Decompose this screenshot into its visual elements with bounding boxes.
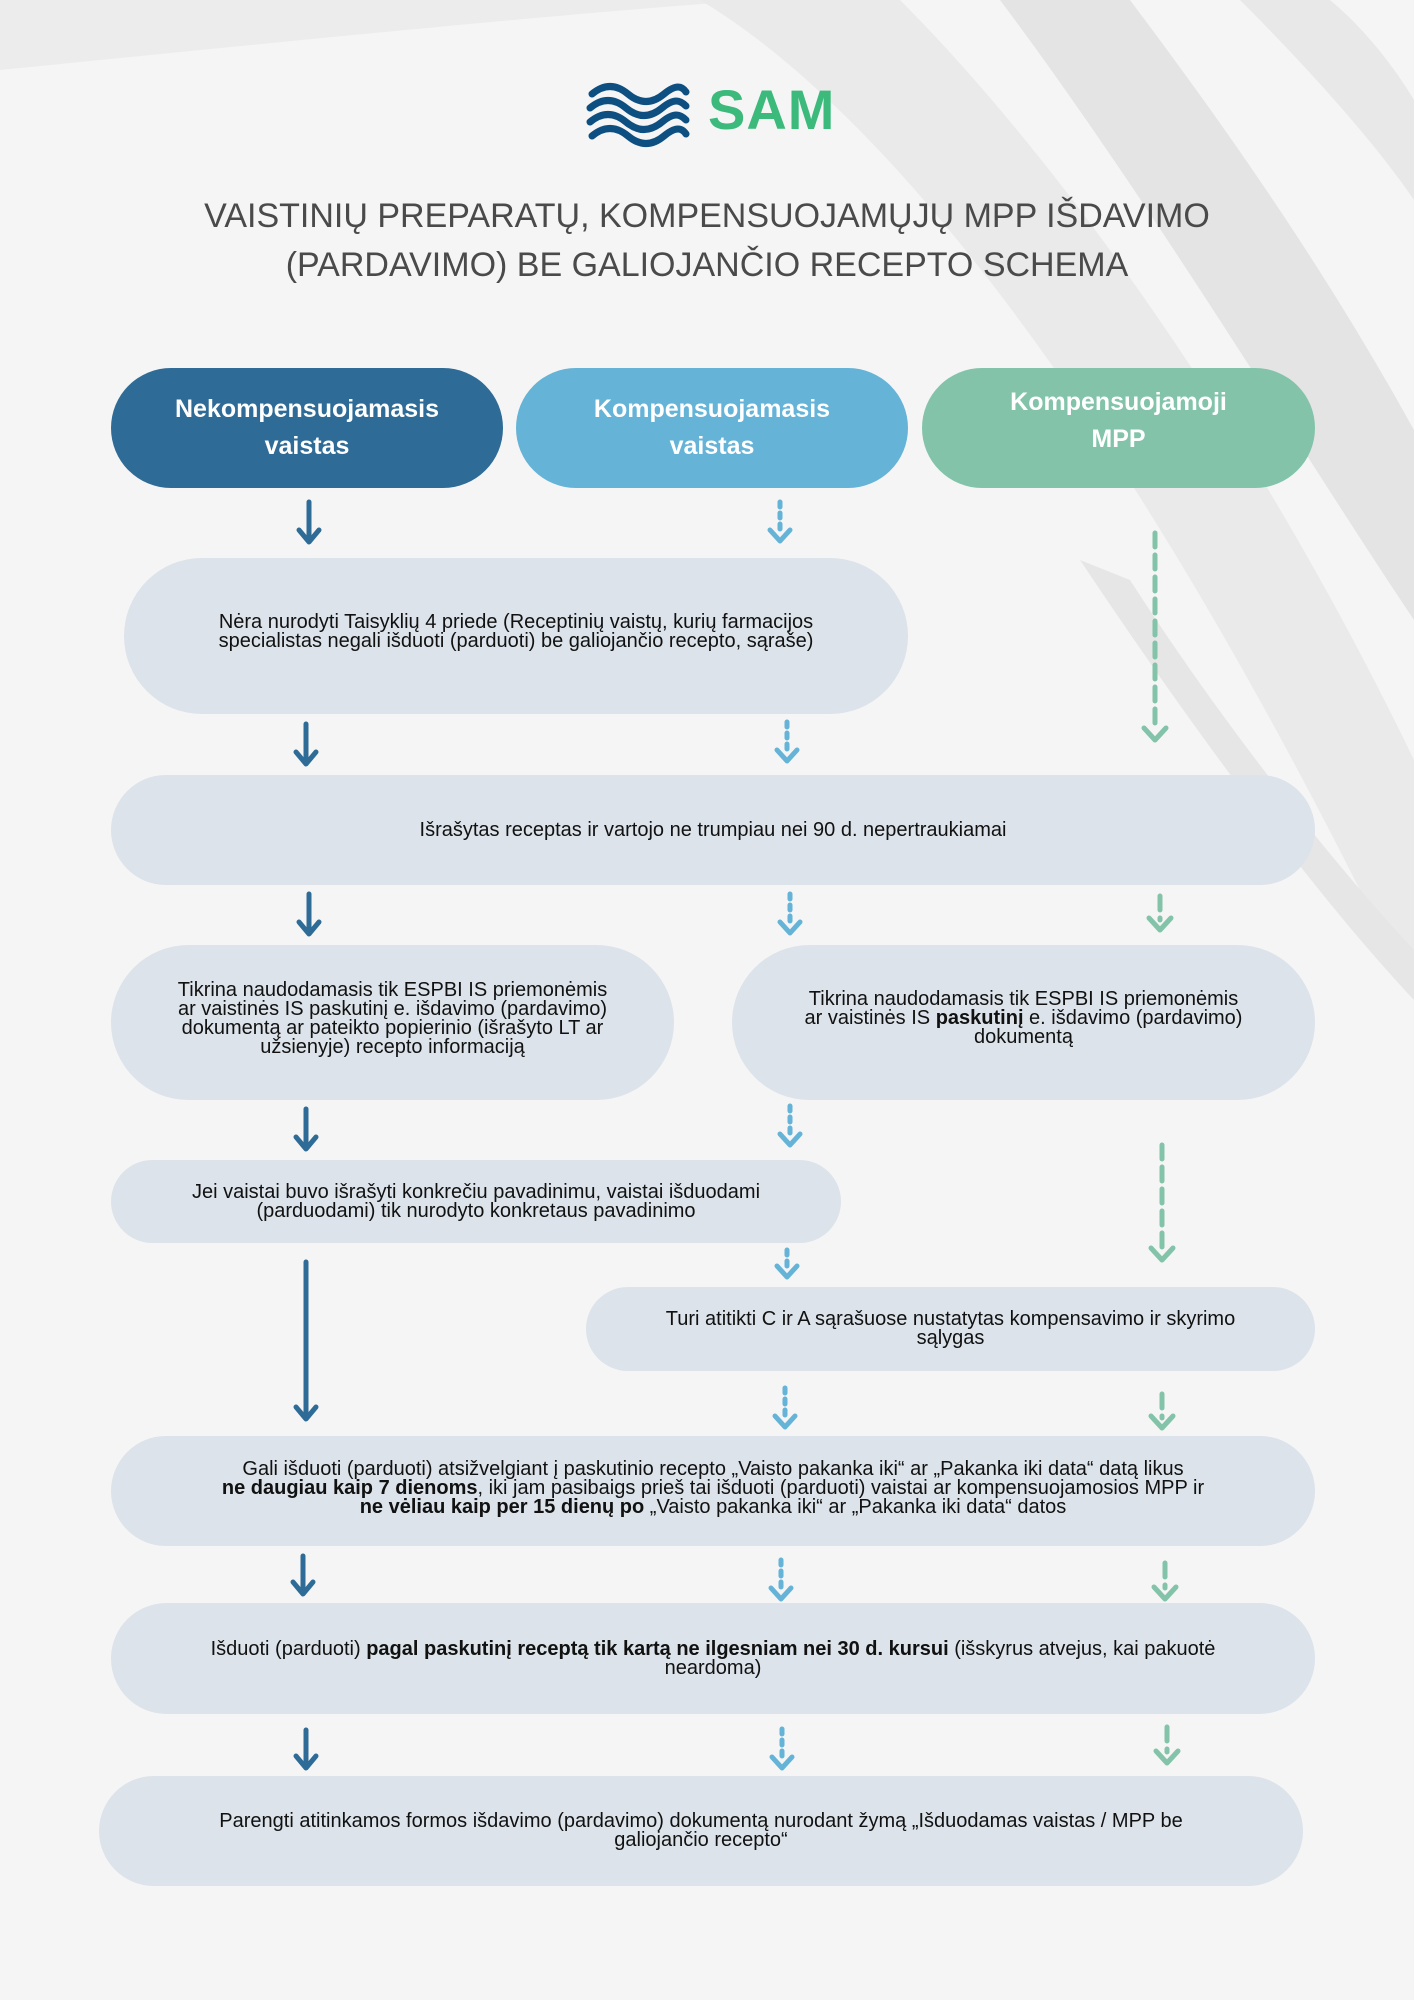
step-text-line: dokumentą ar pateikto popierinio (išrašy… [181, 1016, 604, 1039]
step-text-segment: , iki jam pasibaigs prieš tai išduoti (p… [477, 1476, 1205, 1499]
category-label-line-2: vaistas [264, 432, 350, 460]
category-label-line-1: Kompensuojamasis [593, 395, 831, 423]
step-text-line: galiojančio recepto“ [614, 1829, 788, 1851]
step-text-line: Išduoti (parduoti) pagal paskutinį recep… [210, 1637, 1216, 1660]
step-lists-c-and-a: Turi atitikti C ir A sąrašuose nustatyta… [586, 1287, 1315, 1371]
step-text-line: Jei vaistai buvo išrašyti konkrečiu pava… [191, 1180, 761, 1203]
step-not-listed-annex-4: Nėra nurodyti Taisyklių 4 priede (Recept… [124, 558, 908, 714]
step-text-bold: pagal paskutinį receptą tik kartą ne ilg… [366, 1637, 949, 1660]
step-specific-name: Jei vaistai buvo išrašyti konkrečiu pava… [111, 1160, 841, 1243]
category-label-line-2: MPP [1091, 425, 1146, 453]
category-reimbursed-mpp: Kompensuojamoji MPP [922, 368, 1315, 488]
step-text-line: ar vaistinės IS paskutinį e. išdavimo (p… [804, 1007, 1243, 1029]
step-text-segment: Išduoti (parduoti) [210, 1637, 367, 1660]
step-text-line: užsienyje) recepto informaciją [260, 1035, 525, 1058]
step-text-line: neardoma) [664, 1656, 762, 1679]
step-text-line: Tikrina naudodamasis tik ESPBI IS priemo… [808, 988, 1239, 1010]
step-prescription-90-days: Išrašytas receptas ir vartojo ne trumpia… [111, 775, 1315, 885]
category-label-line-1: Nekompensuojamasis [175, 395, 439, 423]
step-check-espbi-left: Tikrina naudodamasis tik ESPBI IS priemo… [111, 945, 674, 1100]
step-text-segment: (išskyrus atvejus, kai pakuotė [948, 1637, 1216, 1660]
wave-logo-icon [586, 83, 690, 147]
step-text-line: Išrašytas receptas ir vartojo ne trumpia… [419, 818, 1007, 841]
page-title: VAISTINIŲ PREPARATŲ, KOMPENSUOJAMŲJŲ MPP… [120, 192, 1294, 290]
step-text-line: Turi atitikti C ir A sąrašuose nustatyta… [665, 1308, 1236, 1330]
step-text-bold: ne vėliau kaip per 15 dienų po [359, 1495, 645, 1518]
step-text-segment: e. išdavimo (pardavimo) [1023, 1007, 1243, 1029]
step-text-line: ar vaistinės IS paskutinį e. išdavimo (p… [177, 997, 608, 1020]
step-text-line: sąlygas [916, 1327, 985, 1349]
step-text-line: dokumentą [974, 1026, 1073, 1048]
category-non-reimbursed-drug: Nekompensuojamasis vaistas [111, 368, 503, 488]
category-label-line-1: Kompensuojamoji [1010, 388, 1227, 416]
step-text-line: ne daugiau kaip 7 dienoms, iki jam pasib… [221, 1476, 1205, 1499]
category-label-line-2: vaistas [669, 432, 755, 460]
step-text-line: specialistas negali išduoti (parduoti) b… [218, 630, 814, 652]
step-prepare-document: Parengti atitinkamos formos išdavimo (pa… [99, 1776, 1303, 1886]
sam-logo: SAM [586, 78, 846, 158]
step-text-bold: paskutinį [935, 1007, 1024, 1029]
step-dispense-timing: Gali išduoti (parduoti) atsižvelgiant į … [111, 1436, 1315, 1546]
title-line-1: VAISTINIŲ PREPARATŲ, KOMPENSUOJAMŲJŲ MPP… [204, 197, 1210, 235]
step-text-line: Nėra nurodyti Taisyklių 4 priede (Recept… [218, 611, 814, 633]
logo-text: SAM [708, 78, 836, 141]
step-text-line: ne vėliau kaip per 15 dienų po „Vaisto p… [359, 1495, 1067, 1518]
step-text-line: (parduodami) tik nurodyto konkretaus pav… [256, 1199, 696, 1222]
step-text-line: Parengti atitinkamos formos išdavimo (pa… [219, 1810, 1183, 1832]
category-reimbursed-drug: Kompensuojamasis vaistas [516, 368, 908, 488]
step-text-segment: „Vaisto pakanka iki“ ar „Pakanka iki dat… [644, 1495, 1067, 1518]
step-check-espbi-right: Tikrina naudodamasis tik ESPBI IS priemo… [732, 945, 1315, 1100]
step-text-bold: ne daugiau kaip 7 dienoms [221, 1476, 478, 1499]
step-dispense-30-days: Išduoti (parduoti) pagal paskutinį recep… [111, 1603, 1315, 1714]
title-line-2: (PARDAVIMO) BE GALIOJANČIO RECEPTO SCHEM… [285, 246, 1129, 284]
step-text-line: Tikrina naudodamasis tik ESPBI IS priemo… [177, 978, 608, 1001]
step-text-line: Gali išduoti (parduoti) atsižvelgiant į … [242, 1457, 1184, 1480]
step-text-segment: ar vaistinės IS [804, 1007, 936, 1029]
